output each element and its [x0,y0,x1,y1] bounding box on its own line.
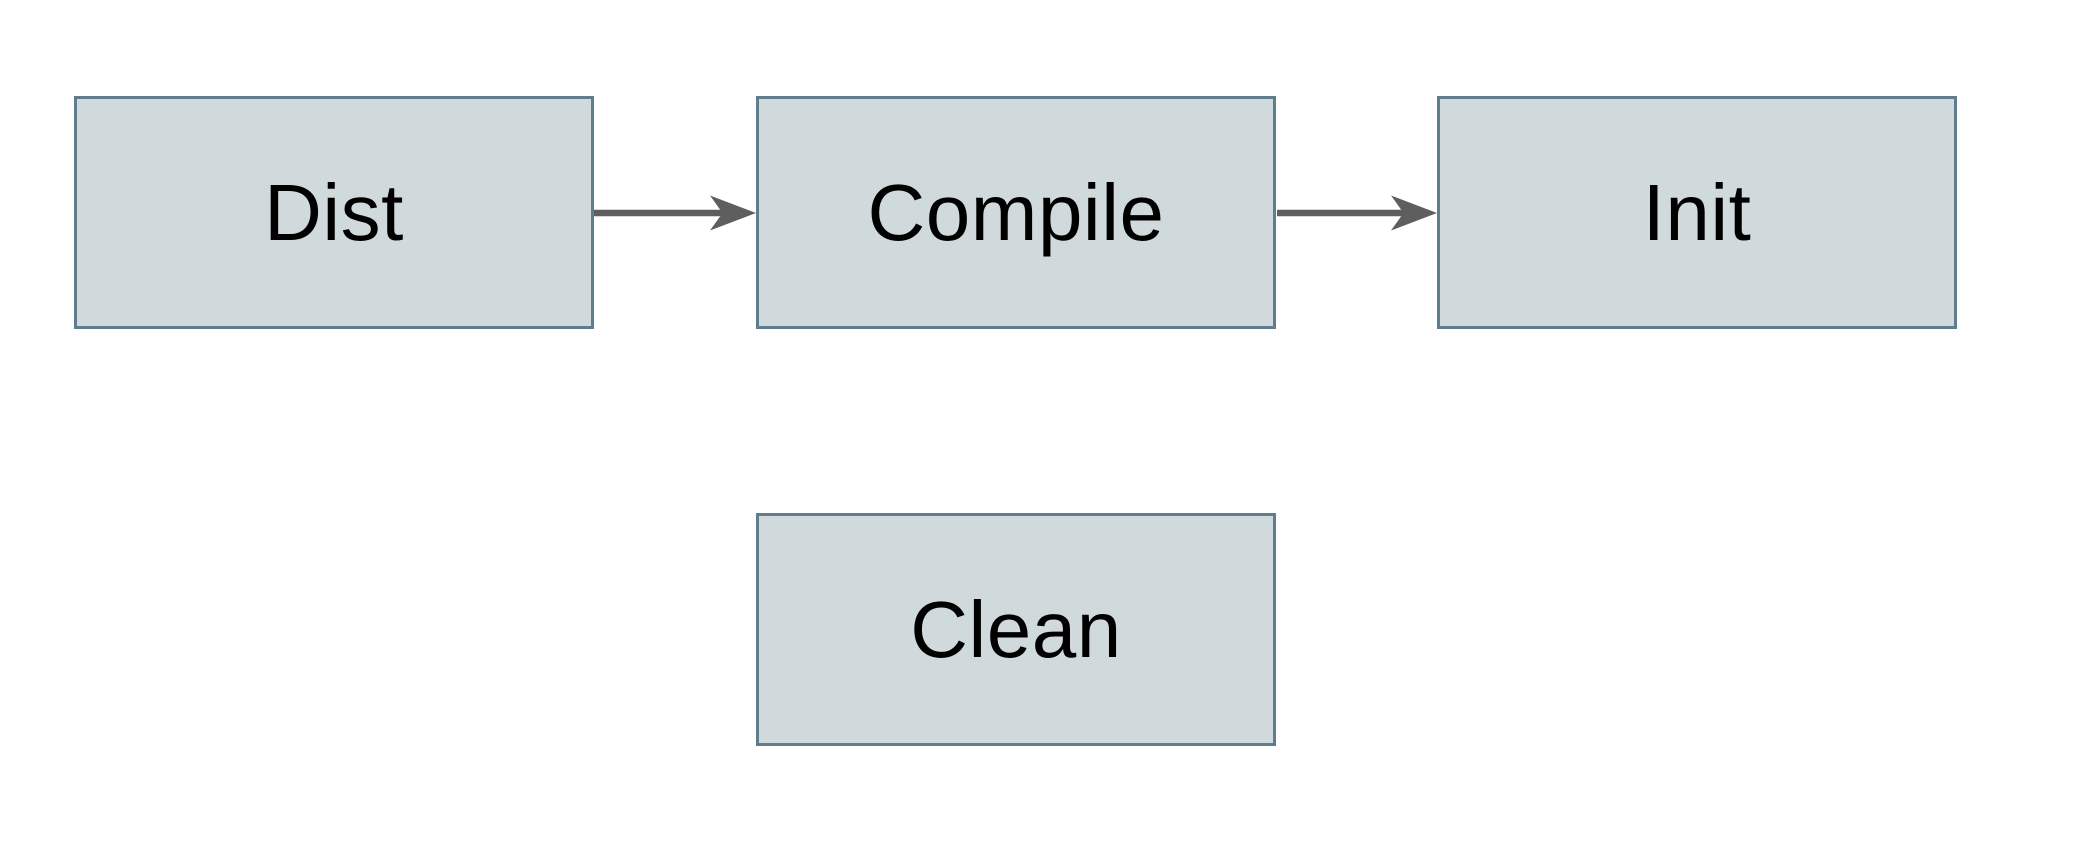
node-init-label: Init [1642,167,1752,257]
arrowhead-icon [1391,195,1437,231]
arrow-dist-to-compile [594,195,756,231]
node-clean-label: Clean [910,584,1122,674]
node-clean: Clean [756,513,1276,746]
node-dist-label: Dist [264,167,404,257]
arrow-compile-to-init [1277,195,1437,231]
node-init: Init [1437,96,1957,329]
node-compile-label: Compile [867,167,1165,257]
arrowhead-icon [710,195,756,231]
node-dist: Dist [74,96,594,329]
node-compile: Compile [756,96,1276,329]
